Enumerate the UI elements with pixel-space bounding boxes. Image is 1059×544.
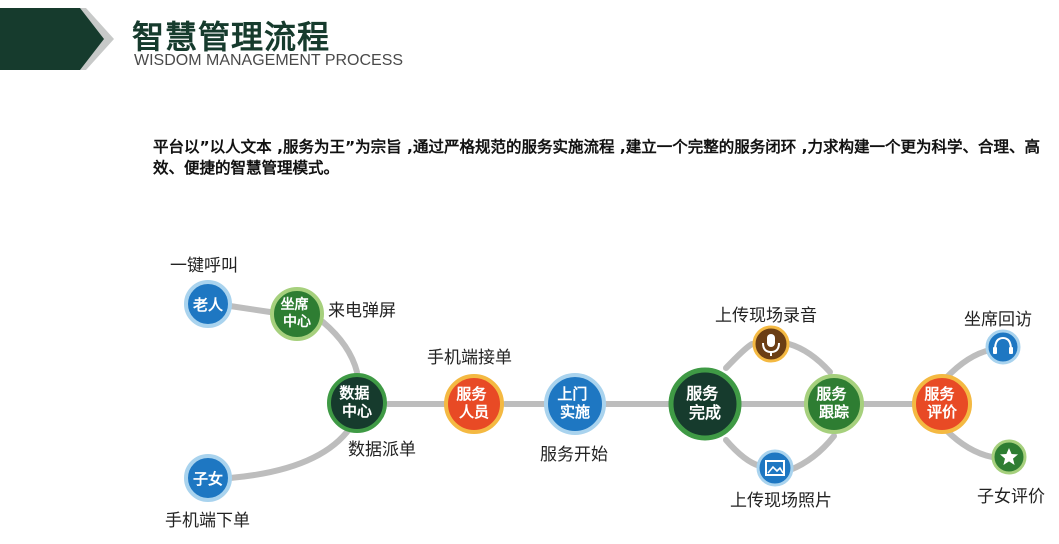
node-service-track-label: 服务 跟踪	[816, 385, 851, 421]
node-service-staff: 服务 人员	[444, 374, 504, 434]
page-title: 智慧管理流程	[132, 18, 331, 56]
label-record-audio: 上传现场录音	[715, 306, 817, 326]
node-service-done-label: 服务 完成	[686, 384, 724, 422]
connectors	[227, 303, 995, 481]
node-seat-center-label: 坐席 中心	[281, 296, 314, 330]
page-subtitle: WISDOM MANAGEMENT PROCESS	[134, 52, 404, 69]
node-on-site: 上门 实施	[544, 373, 606, 435]
headset-icon	[985, 329, 1021, 365]
node-child: 子女	[184, 454, 232, 502]
node-service-done: 服务 完成	[668, 367, 742, 441]
header-tab-shape	[0, 8, 114, 70]
node-service-review: 服务 评价	[912, 374, 972, 434]
node-elder: 老人	[184, 280, 232, 328]
node-seat-center: 坐席 中心	[270, 287, 324, 341]
node-elder-label: 老人	[192, 296, 224, 314]
label-upload-photo: 上传现场照片	[730, 491, 832, 511]
microphone-icon	[752, 325, 790, 363]
node-service-review-label: 服务 评价	[924, 385, 959, 421]
label-mobile-accept: 手机端接单	[427, 348, 512, 368]
node-service-staff-label: 服务 人员	[456, 385, 491, 421]
node-child-label: 子女	[193, 470, 223, 488]
label-data-dispatch: 数据派单	[348, 440, 416, 460]
intro-text: 平台以”以人文本 ,服务为王”为宗旨 ,通过严格规范的服务实施流程 ,建立一个完…	[153, 138, 1041, 177]
label-incoming-popup: 来电弹屏	[328, 301, 396, 321]
label-child-review: 子女评价	[977, 487, 1045, 507]
node-on-site-label: 上门 实施	[557, 385, 592, 421]
label-seat-callback: 坐席回访	[964, 310, 1032, 330]
image-icon	[756, 449, 794, 487]
node-data-center-label: 数据 中心	[339, 384, 374, 420]
label-one-key-call: 一键呼叫	[170, 256, 238, 276]
star-icon	[991, 439, 1027, 475]
label-mobile-order: 手机端下单	[165, 511, 250, 531]
label-service-start: 服务开始	[540, 445, 608, 465]
node-data-center: 数据 中心	[327, 373, 387, 433]
node-service-track: 服务 跟踪	[804, 374, 864, 434]
